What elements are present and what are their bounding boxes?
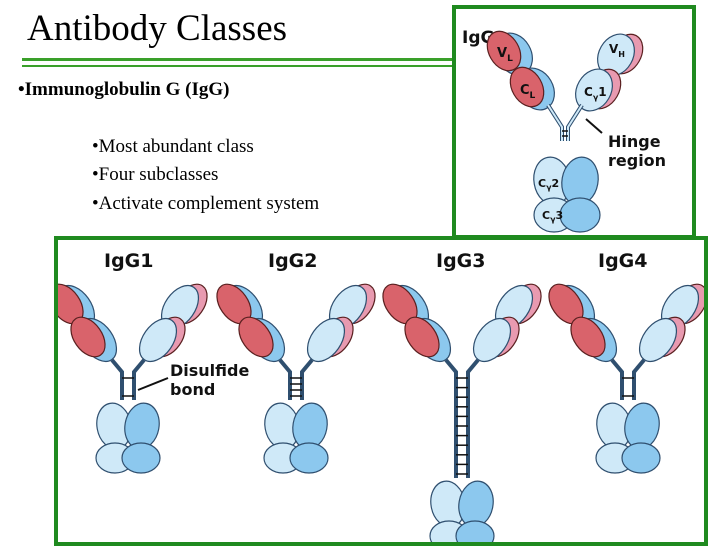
hinge-strand-right: [632, 358, 646, 400]
title-underline: [22, 58, 455, 61]
cg1-domain: [575, 68, 613, 112]
cl-domain: [509, 66, 545, 108]
right-heavy-c-domain: [472, 317, 512, 363]
igg2-antibody: [216, 283, 376, 474]
hinge-label-1: Hinge: [608, 132, 661, 151]
cl-label: CL: [520, 83, 536, 101]
cg2-label: Cγ2: [538, 177, 559, 192]
ch3-right-domain: [621, 442, 661, 474]
vl-domain: [486, 30, 522, 72]
cg3-label: Cγ3: [542, 209, 563, 224]
left-light-c-domain: [404, 316, 440, 358]
igg-label: IgG: [462, 28, 494, 48]
vh-label: VH: [609, 42, 625, 59]
ch3-right-domain: [121, 442, 161, 474]
slide-title: Antibody Classes: [27, 8, 288, 49]
disulfide-label-1: Disulfide: [170, 361, 249, 380]
igg1-antibody: [48, 283, 208, 474]
left-light-c-domain: [570, 316, 606, 358]
hinge-strand-right: [466, 358, 480, 478]
hinge-pointer: [585, 118, 603, 134]
hinge-strand-left: [278, 358, 292, 400]
hinge-strand-right: [132, 358, 146, 400]
right-heavy-c-domain: [638, 317, 678, 363]
igg-structure-diagram: IgG VL CL VH Cγ1 Hinge region Cγ2 Cγ3: [462, 28, 666, 233]
igg3-antibody: [382, 283, 542, 547]
sub-bullet-subclasses: •Four subclasses: [92, 164, 219, 185]
igg4-label: IgG4: [598, 250, 648, 272]
igg-subclasses-panel: IgG1 IgG2 IgG3 IgG4 Disulfide bond: [48, 236, 708, 547]
hinge-label-2: region: [608, 151, 666, 170]
hinge-strand-right: [300, 358, 314, 400]
igg4-antibody: [548, 283, 708, 474]
vl-label: VL: [497, 46, 513, 64]
cg1-label: Cγ1: [584, 85, 607, 102]
disulfide-label-2: bond: [170, 380, 215, 399]
igg-structure-panel: IgG VL CL VH Cγ1 Hinge region Cγ2 Cγ3: [452, 5, 696, 239]
hinge-strand-left: [444, 358, 458, 478]
igg3-label: IgG3: [436, 250, 486, 272]
right-heavy-c-domain: [306, 317, 346, 363]
left-light-c-domain: [70, 316, 106, 358]
left-light-c-domain: [238, 316, 274, 358]
sub-bullet-complement: •Activate complement system: [92, 193, 320, 214]
igg-subclasses-diagram: IgG1 IgG2 IgG3 IgG4 Disulfide bond: [48, 250, 708, 547]
sub-bullet-abundant: •Most abundant class: [92, 136, 254, 157]
igg1-label: IgG1: [104, 250, 154, 272]
igg2-label: IgG2: [268, 250, 318, 272]
ch3-right-domain: [289, 442, 329, 474]
right-heavy-c-domain: [138, 317, 178, 363]
hinge-strand-left: [110, 358, 124, 400]
title-underline-thin: [22, 65, 455, 67]
hinge-strand-left: [610, 358, 624, 400]
cg3-right-domain: [559, 197, 601, 233]
bullet-immunoglobulin-g: •Immunoglobulin G (IgG): [18, 79, 230, 100]
disulfide-pointer: [137, 377, 169, 391]
